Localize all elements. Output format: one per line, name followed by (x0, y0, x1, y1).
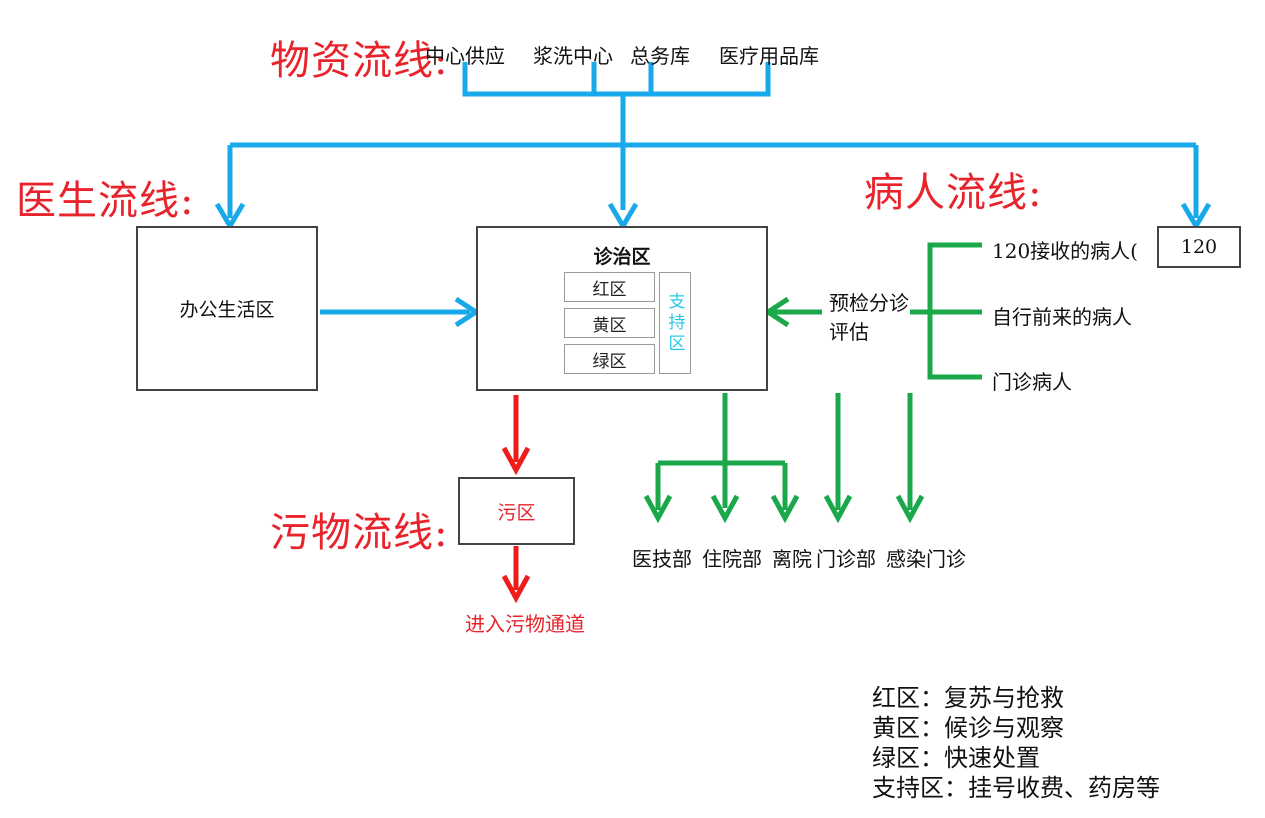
yellow-zone-label: 黄区 (592, 315, 627, 336)
treatment-to-destinations (655, 393, 788, 510)
destination-label: 门诊部 (816, 547, 876, 571)
arrowhead-outpatient (823, 494, 853, 524)
materials-flow-title: 物资流线: (270, 38, 449, 84)
support-zone-label: 支持区 (664, 291, 685, 355)
waste-zone-box: 污区 (458, 477, 575, 545)
supply-label: 医疗用品库 (719, 44, 819, 68)
treatment-area-title: 诊治区 (593, 246, 651, 268)
legend-item: 红区：复苏与抢救 (872, 684, 1064, 712)
green-zone-box: 绿区 (564, 344, 655, 374)
waste-exit-label: 进入污物通道 (465, 612, 585, 636)
red-zone-label: 红区 (592, 279, 627, 300)
arrowhead-medtech (643, 494, 673, 524)
legend-item: 支持区：挂号收费、药房等 (872, 774, 1160, 802)
red-zone-box: 红区 (564, 272, 655, 302)
treatment-area-box: 诊治区 红区 黄区 绿区 支持区 (476, 226, 768, 391)
ambulance-120-box: 120 (1157, 226, 1241, 268)
arrowhead-inpatient (710, 494, 740, 524)
arrowhead-infection (895, 494, 925, 524)
doctor-flow-title: 医生流线: (16, 178, 195, 224)
supply-label: 浆洗中心 (533, 44, 613, 68)
triage-label-line1: 预检分诊 (829, 291, 909, 315)
materials-distribution-line (227, 94, 1199, 218)
patient-flow-title: 病人流线: (864, 170, 1043, 216)
yellow-zone-box: 黄区 (564, 308, 655, 338)
support-zone-box: 支持区 (659, 272, 691, 374)
supply-label: 总务库 (630, 44, 690, 68)
office-box: 办公生活区 (136, 226, 318, 391)
supply-bracket (462, 62, 771, 97)
destination-label: 医技部 (632, 547, 692, 571)
supply-label: 中心供应 (425, 44, 505, 68)
waste-zone-label: 污区 (497, 501, 536, 524)
green-zone-label: 绿区 (592, 351, 627, 372)
patient-source-label: 120接收的病人( (992, 239, 1138, 263)
patient-source-label: 自行前来的病人 (992, 305, 1132, 329)
destination-label: 住院部 (702, 547, 762, 571)
patient-source-bracket (910, 242, 982, 380)
waste-flow-title: 污物流线: (270, 510, 449, 556)
zone-legend: 红区：复苏与抢救 黄区：候诊与观察 绿区：快速处置 支持区：挂号收费、药房等 (872, 683, 1160, 803)
legend-item: 绿区：快速处置 (872, 744, 1040, 772)
destination-label: 离院 (772, 547, 812, 571)
patient-source-label: 门诊病人 (992, 370, 1072, 394)
arrowhead-waste-exit (501, 574, 531, 604)
destination-label: 感染门诊 (886, 547, 966, 571)
arrowhead-waste-zone (501, 446, 531, 476)
ambulance-120-label: 120 (1180, 236, 1218, 258)
office-label: 办公生活区 (179, 299, 275, 321)
legend-item: 黄区：候诊与观察 (872, 714, 1064, 742)
arrowhead-triage (763, 296, 790, 328)
arrowhead-discharge (770, 494, 800, 524)
triage-label-line2: 评估 (829, 320, 869, 344)
